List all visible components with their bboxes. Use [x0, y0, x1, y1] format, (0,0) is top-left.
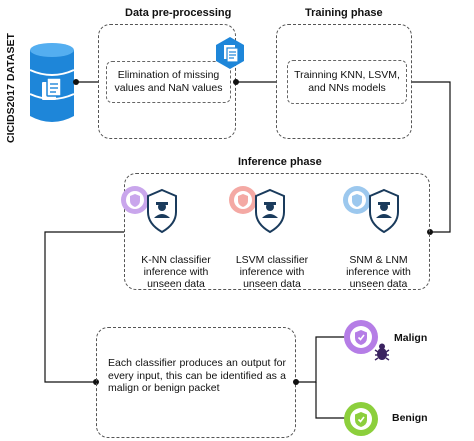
preprocessing-text: Elimination of missing values and NaN va… — [114, 69, 223, 94]
inference-title: Inference phase — [238, 156, 322, 168]
connector-training-inference — [412, 81, 451, 233]
snm-security-icon — [343, 186, 399, 234]
benign-label: Benign — [392, 412, 428, 424]
connector-output-malign — [296, 336, 346, 383]
document-icon — [216, 37, 244, 69]
training-step: Trainning KNN, LSVM, and NNs models — [287, 60, 407, 104]
preprocessing-step: Elimination of missing values and NaN va… — [106, 61, 231, 103]
lsvm-inference-label: LSVM classifier inference with unseen da… — [235, 254, 309, 290]
snm-inference-label: SNM & LNM inference with unseen data — [346, 254, 411, 290]
dataset-label: CICIDS2017 DATASET — [5, 33, 17, 143]
benign-shield-icon — [344, 402, 378, 436]
inference-box — [124, 173, 430, 290]
connector-node — [427, 229, 433, 235]
preprocessing-title: Data pre-processing — [125, 7, 232, 19]
training-text: Trainning KNN, LSVM, and NNs models — [294, 69, 400, 94]
output-text: Each classifier produces an output for e… — [108, 357, 286, 394]
knn-security-icon — [121, 186, 177, 234]
connector-node — [293, 379, 299, 385]
training-title: Training phase — [305, 7, 383, 19]
lsvm-security-icon — [229, 186, 285, 234]
connector-inference-output — [44, 231, 124, 383]
connector-output-benign — [315, 382, 346, 419]
connector-node — [73, 79, 79, 85]
malign-label: Malign — [394, 332, 428, 344]
database-icon — [29, 43, 75, 122]
connector-node — [233, 79, 239, 85]
malign-shield-icon — [344, 320, 390, 361]
training-box — [276, 24, 412, 139]
knn-inference-label: K-NN classifier inference with unseen da… — [141, 254, 211, 290]
